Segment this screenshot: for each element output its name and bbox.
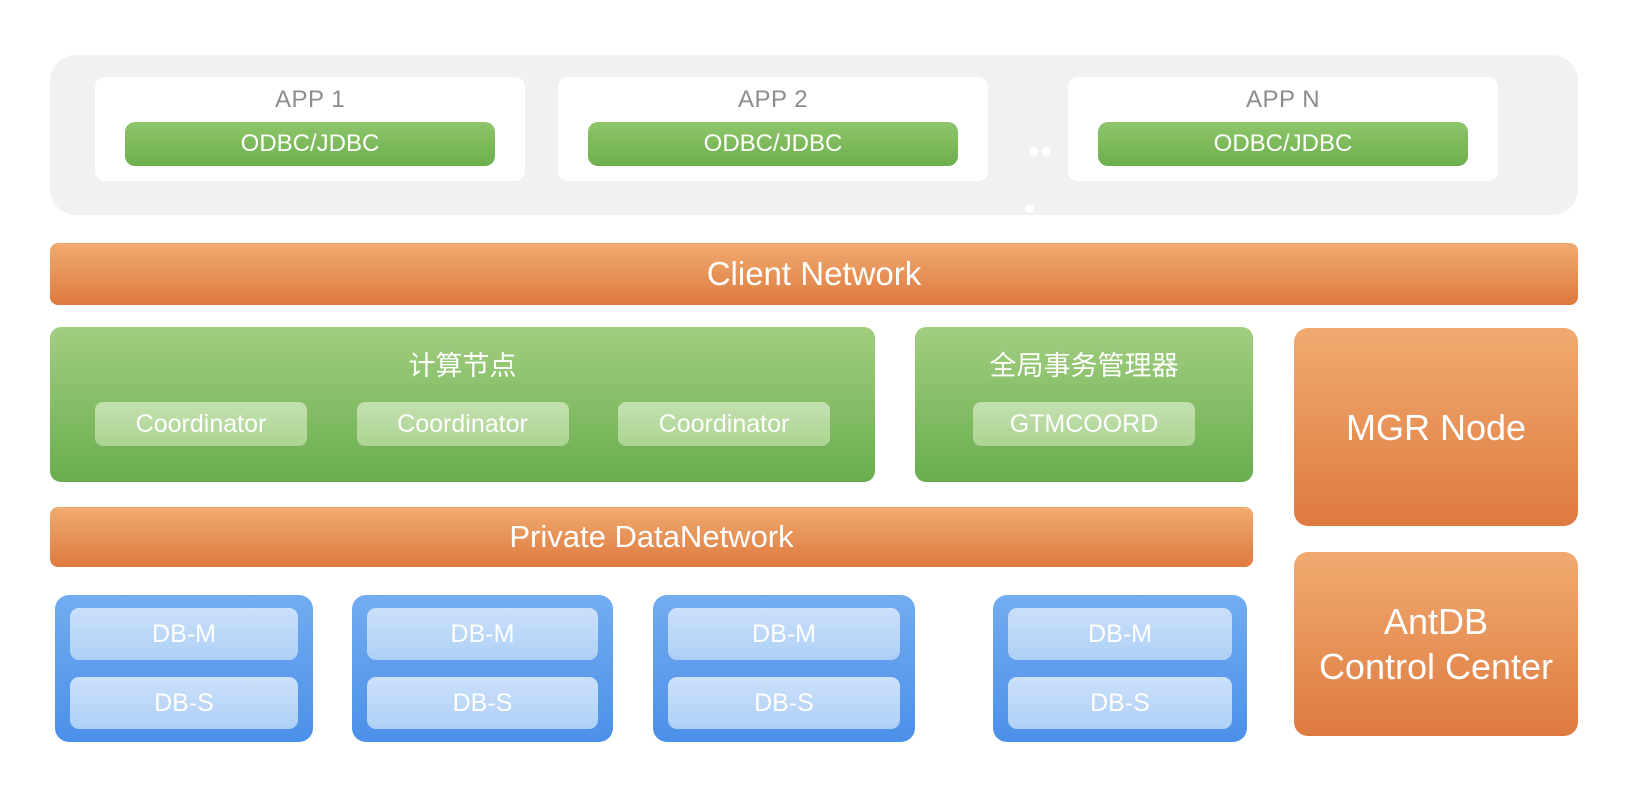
db-group-3: DB-M DB-S [653,595,915,742]
db-master-chip: DB-M [1008,608,1232,660]
client-network-label: Client Network [706,255,922,292]
db-slave-chip: DB-S [367,677,598,729]
app-card-2: APP 2 ODBC/JDBC [558,77,988,181]
app-card-1: APP 1 ODBC/JDBC [95,77,525,181]
app-2-title: APP 2 [737,86,809,113]
db-group-2: DB-M DB-S [352,595,613,742]
app-layer-container: APP 1 ODBC/JDBC APP 2 ODBC/JDBC APP N OD… [50,55,1578,215]
private-datanetwork-bar: Private DataNetwork [50,507,1253,567]
gtm-title: 全局事务管理器 [989,351,1179,381]
ellipsis-dot [1042,147,1051,156]
db-slave-chip: DB-S [668,677,900,729]
coordinator-chip: Coordinator [618,402,830,446]
antdb-control-center-box: AntDB Control Center [1294,552,1578,736]
db-master-chip: DB-M [70,608,298,660]
db-master-chip: DB-M [668,608,900,660]
db-group-4: DB-M DB-S [993,595,1247,742]
mgr-node-box: MGR Node [1294,328,1578,526]
mgr-node-label: MGR Node [1345,406,1527,448]
ellipsis-dot [1029,147,1038,156]
compute-node-title: 计算节点 [408,351,517,381]
private-datanetwork-label: Private DataNetwork [509,519,794,554]
gtmcoord-chip: GTMCOORD [973,402,1195,446]
app-2-odbc-jdbc-badge: ODBC/JDBC [588,122,958,166]
control-center-label-line1: AntDB [1383,601,1489,642]
ellipsis-dot [1025,204,1034,213]
gtm-box: 全局事务管理器 GTMCOORD [915,327,1253,482]
coordinator-row: Coordinator Coordinator Coordinator [95,402,830,446]
app-n-odbc-jdbc-badge: ODBC/JDBC [1098,122,1468,166]
app-card-n: APP N ODBC/JDBC [1068,77,1498,181]
coordinator-chip: Coordinator [95,402,307,446]
app-1-title: APP 1 [274,86,346,113]
db-group-1: DB-M DB-S [55,595,313,742]
control-center-label-line2: Control Center [1318,646,1554,687]
app-1-odbc-jdbc-badge: ODBC/JDBC [125,122,495,166]
app-n-title: APP N [1245,86,1321,113]
coordinator-chip: Coordinator [356,402,569,446]
db-slave-chip: DB-S [1008,677,1232,729]
db-slave-chip: DB-S [70,677,298,729]
compute-node-box: 计算节点 Coordinator Coordinator Coordinator [50,327,875,482]
db-master-chip: DB-M [367,608,598,660]
client-network-bar: Client Network [50,243,1578,305]
